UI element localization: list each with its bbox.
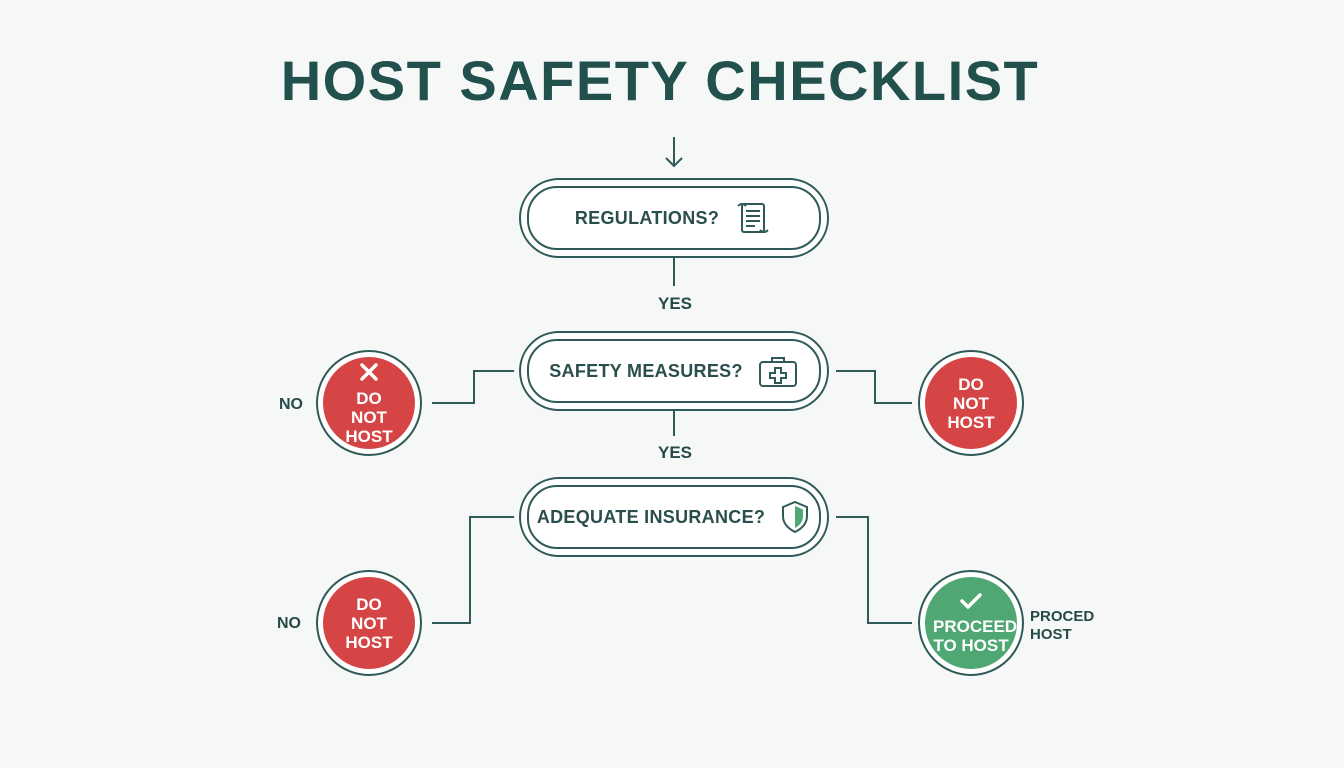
outcome-do-not-host-2-label: DO NOT HOST xyxy=(947,374,995,432)
checkmark-icon xyxy=(958,591,984,615)
edge-label-no-2: NO xyxy=(277,615,301,632)
connector-insurance-left xyxy=(432,516,514,624)
outcome-do-not-host-3-label: DO NOT HOST xyxy=(345,594,393,652)
x-icon xyxy=(358,361,380,387)
connector-insurance-right xyxy=(836,516,912,624)
step-safety-measures-label: SAFETY MEASURES? xyxy=(549,360,743,381)
outcome-do-not-host-2[interactable]: DO NOT HOST xyxy=(918,350,1024,456)
step-adequate-insurance[interactable]: ADEQUATE INSURANCE? xyxy=(519,477,829,557)
connector-safety-left xyxy=(432,370,514,404)
connector-safety-right xyxy=(836,370,912,404)
outcome-do-not-host-1-label: DO NOT HOST xyxy=(345,388,393,446)
scroll-icon xyxy=(733,198,773,238)
step-safety-measures[interactable]: SAFETY MEASURES? xyxy=(519,331,829,411)
edge-label-yes-2: YES xyxy=(658,443,693,462)
edge-label-no-1: NO xyxy=(279,396,303,413)
step-adequate-insurance-label: ADEQUATE INSURANCE? xyxy=(536,506,766,527)
proceed-side-label: PROCED HOST xyxy=(1030,608,1095,643)
edge-label-yes-1: YES xyxy=(658,294,693,313)
entry-arrowhead xyxy=(665,157,683,168)
outcome-do-not-host-3[interactable]: DO NOT HOST xyxy=(316,570,422,676)
step-regulations[interactable]: REGULATIONS? xyxy=(519,178,829,258)
outcome-proceed-to-host[interactable]: PROCEED TO HOST xyxy=(918,570,1024,676)
page-title: HOST SAFETY CHECKLIST xyxy=(280,49,1040,112)
outcome-do-not-host-1[interactable]: DO NOT HOST xyxy=(316,350,422,456)
shield-icon xyxy=(779,499,811,535)
first-aid-kit-icon xyxy=(757,353,799,389)
step-regulations-label: REGULATIONS? xyxy=(574,207,720,228)
outcome-proceed-to-host-label: PROCEED TO HOST xyxy=(933,617,1018,655)
